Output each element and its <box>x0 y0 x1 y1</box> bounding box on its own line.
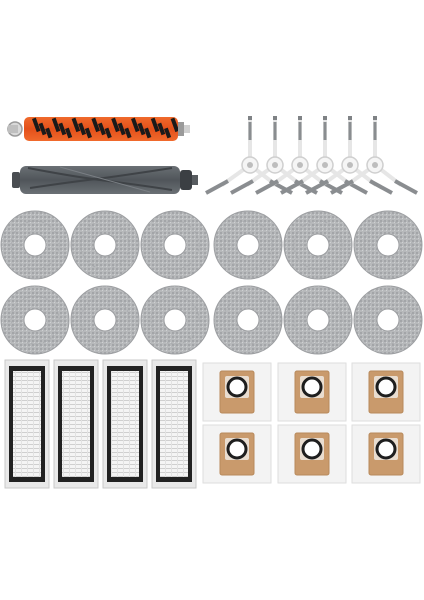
mop-pad <box>140 285 210 355</box>
mop-pad <box>213 285 283 355</box>
mop-pad <box>0 210 70 280</box>
hepa-filter <box>4 359 50 489</box>
mop-pad <box>213 210 283 280</box>
dust-bag <box>277 362 347 422</box>
dust-bag <box>202 424 272 484</box>
dust-bag <box>351 362 421 422</box>
mop-pad <box>283 285 353 355</box>
dust-bag <box>202 362 272 422</box>
side-brush <box>305 116 393 195</box>
dust-bags <box>202 362 421 484</box>
brush-bristles <box>32 117 180 139</box>
dust-bag <box>351 424 421 484</box>
mop-pad <box>0 285 70 355</box>
dust-bag <box>277 424 347 484</box>
hepa-filter <box>151 359 197 489</box>
rubber-main-brush <box>12 166 198 194</box>
side-brushes <box>205 116 418 195</box>
mop-pad <box>353 210 423 280</box>
mop-pad <box>70 210 140 280</box>
main-brush <box>7 117 190 141</box>
mop-pad <box>70 285 140 355</box>
mop-pad <box>140 210 210 280</box>
hepa-filter <box>102 359 148 489</box>
mop-pad <box>353 285 423 355</box>
hepa-filter <box>53 359 99 489</box>
mop-pad <box>283 210 353 280</box>
side-brush <box>280 116 368 195</box>
hepa-filters <box>4 359 197 489</box>
mop-pads <box>0 210 423 355</box>
side-brush <box>330 116 418 195</box>
